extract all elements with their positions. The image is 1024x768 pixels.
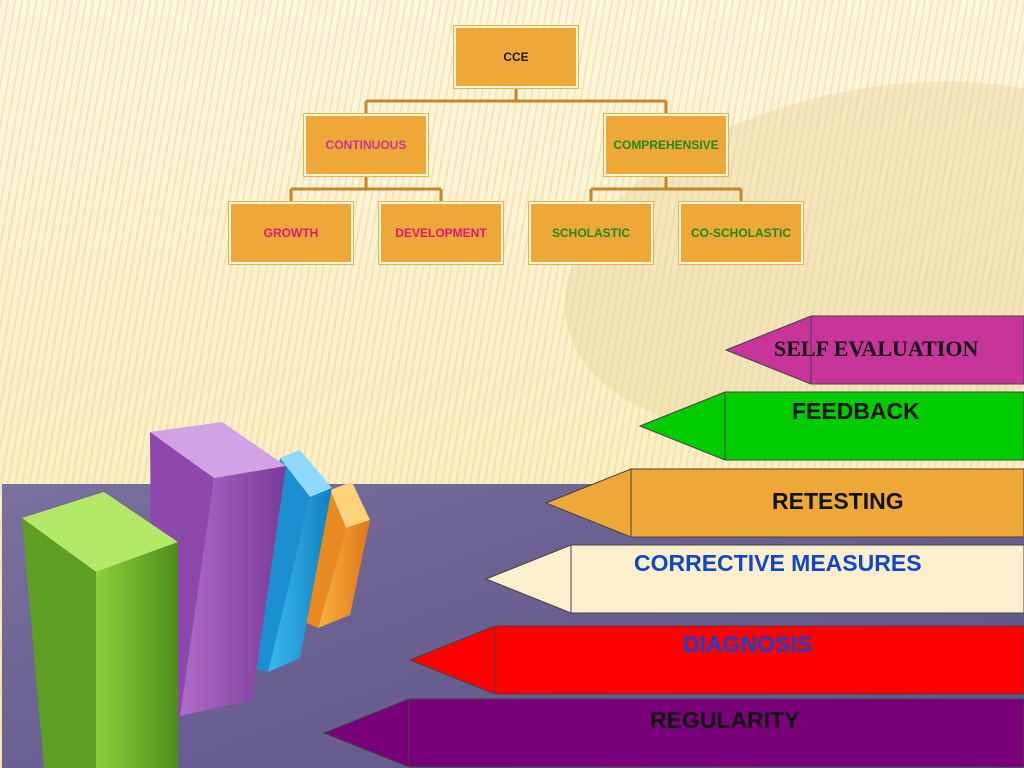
node-growth: GROWTH xyxy=(229,202,353,264)
node-development-label: DEVELOPMENT xyxy=(395,226,487,240)
arrow-feedback: FEEDBACK xyxy=(638,391,1024,461)
arrow-regularity-label: REGULARITY xyxy=(650,707,800,733)
tree-connector xyxy=(364,88,668,114)
arrow-shape xyxy=(724,315,1024,385)
arrow-diagnosis: DIAGNOSIS xyxy=(408,625,1024,695)
tree-connector xyxy=(289,176,443,202)
arrow-corrective-measures-label: CORRECTIVE MEASURES xyxy=(634,550,922,576)
node-development: DEVELOPMENT xyxy=(379,202,503,264)
green-bar-3d xyxy=(22,492,178,768)
node-co-scholastic: CO-SCHOLASTIC xyxy=(679,202,803,264)
node-comprehensive: COMPREHENSIVE xyxy=(604,114,728,176)
arrow-corrective-measures: CORRECTIVE MEASURES xyxy=(484,544,1024,614)
arrow-retesting-label: RETESTING xyxy=(772,488,904,514)
node-cce-label: CCE xyxy=(503,50,529,64)
tree-connectors xyxy=(289,88,743,202)
arrow-shape xyxy=(408,625,1024,695)
arrow-self-evaluation: SELF EVALUATION xyxy=(724,315,1024,385)
tree-connector xyxy=(589,176,743,202)
arrow-self-evaluation-label: SELF EVALUATION xyxy=(774,336,979,361)
node-cce: CCE xyxy=(454,26,578,88)
arrow-feedback-label: FEEDBACK xyxy=(792,398,920,424)
arrow-shape xyxy=(484,544,1024,614)
blue-bar-3d xyxy=(250,450,332,672)
node-continuous: CONTINUOUS xyxy=(304,114,428,176)
node-continuous-label: CONTINUOUS xyxy=(325,138,407,152)
arrow-regularity: REGULARITY xyxy=(322,698,1024,768)
node-scholastic-label: SCHOLASTIC xyxy=(552,226,630,240)
arrow-diagnosis-label: DIAGNOSIS xyxy=(683,631,813,657)
node-comprehensive-label: COMPREHENSIVE xyxy=(613,138,719,152)
arrow-shape xyxy=(638,391,1024,461)
node-growth-label: GROWTH xyxy=(263,226,319,240)
arrow-retesting: RETESTING xyxy=(544,468,1024,538)
arrow-shape xyxy=(322,698,1024,768)
node-co-scholastic-label: CO-SCHOLASTIC xyxy=(691,226,791,240)
node-scholastic: SCHOLASTIC xyxy=(529,202,653,264)
arrow-shape xyxy=(544,468,1024,538)
